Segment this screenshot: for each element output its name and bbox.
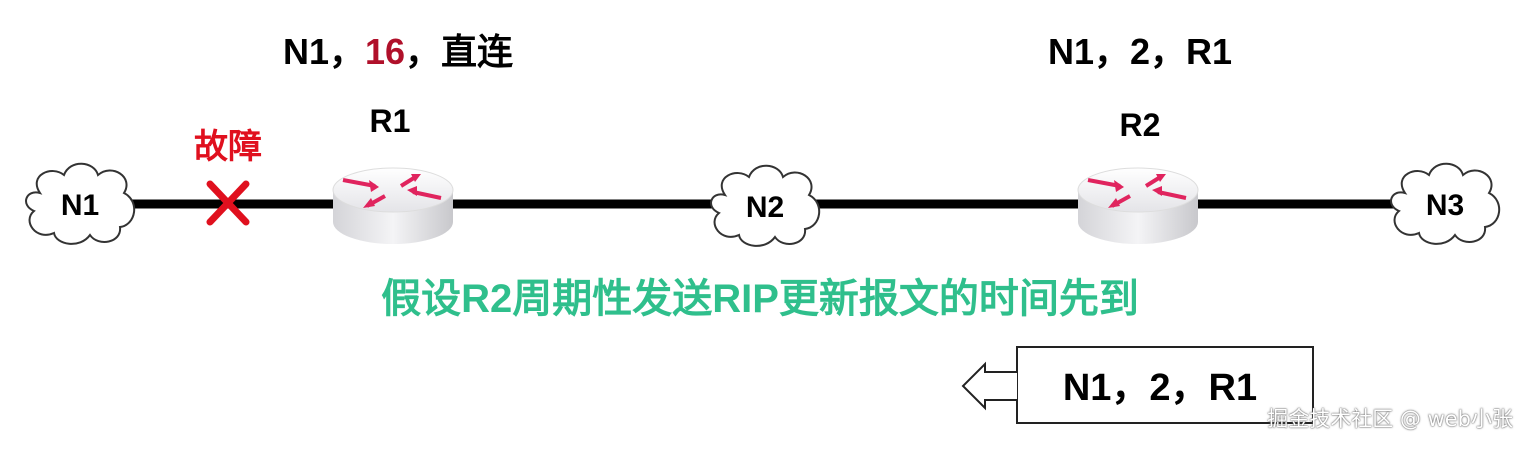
watermark: 掘金技术社区 @ web小张 [1267, 407, 1513, 431]
router-r1-icon [331, 166, 455, 246]
r2-route-entry: N1，2，R1 [1048, 31, 1232, 72]
router-r2-label: R2 [1120, 107, 1161, 143]
x-mark-icon [206, 180, 250, 226]
network-label: N2 [746, 191, 784, 224]
message-text: N1，2，R1 [1063, 367, 1257, 409]
arrow-left-icon [961, 361, 1017, 411]
network-n3: N3 [1390, 162, 1501, 245]
network-label: N3 [1426, 189, 1464, 222]
caption: 假设R2周期性发送RIP更新报文的时间先到 [381, 277, 1139, 321]
rip-update-message: N1，2，R1 [961, 346, 1314, 424]
fault-label: 故障 [194, 128, 262, 166]
network-n2: N2 [710, 164, 821, 247]
r1-route-entry: N1，16，直连 [283, 31, 513, 72]
router-r1-label: R1 [370, 103, 411, 139]
network-label: N1 [61, 189, 99, 222]
router-r2-icon [1076, 166, 1200, 246]
network-n1: N1 [25, 162, 136, 245]
